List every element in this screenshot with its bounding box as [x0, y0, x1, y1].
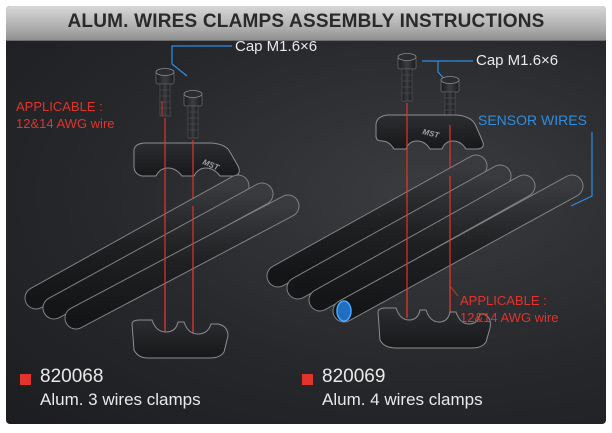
- right-wire-2: [286, 164, 512, 300]
- right-wire-4-sensor: [332, 174, 584, 323]
- left-wire-3: [64, 194, 300, 330]
- left-applicable-line2: 12&14 AWG wire: [16, 116, 115, 131]
- assembly-diagram: MST: [24, 45, 593, 359]
- right-screw-2: [440, 76, 460, 125]
- right-screw-1: [397, 53, 417, 102]
- right-wire-3: [308, 174, 536, 312]
- left-cap-leader: [171, 45, 232, 77]
- title-bar: ALUM. WIRES CLAMPS ASSEMBLY INSTRUCTIONS: [6, 6, 606, 41]
- right-part-description: Alum. 4 wires clamps: [322, 390, 483, 409]
- left-screw-1: [155, 68, 175, 117]
- left-wire-1: [24, 174, 250, 310]
- left-assembly: MST: [24, 45, 300, 359]
- sensor-wire-end: [336, 300, 352, 322]
- left-cap-label: Cap M1.6×6: [235, 38, 318, 55]
- left-part-marker: [20, 374, 31, 385]
- right-clamp-logo: MST: [422, 127, 442, 140]
- left-part-description: Alum. 3 wires clamps: [40, 390, 201, 409]
- right-cap-label: Cap M1.6×6: [476, 52, 559, 69]
- right-part-marker: [302, 374, 313, 385]
- left-top-clamp: MST: [133, 142, 240, 177]
- right-applicable-line2: 12&14 AWG wire: [460, 310, 559, 325]
- instruction-panel: ALUM. WIRES CLAMPS ASSEMBLY INSTRUCTIONS: [6, 6, 606, 424]
- right-wire-1: [266, 154, 488, 288]
- left-wire-2: [42, 182, 274, 320]
- left-screw-2: [183, 90, 203, 139]
- page-title: ALUM. WIRES CLAMPS ASSEMBLY INSTRUCTIONS: [67, 11, 545, 32]
- right-top-clamp: MST: [375, 114, 484, 150]
- right-assembly: MST: [266, 53, 593, 349]
- right-applicable-line1: APPLICABLE :: [460, 293, 547, 308]
- sensor-wires-leader: [570, 132, 593, 207]
- right-bottom-clamp: [377, 307, 491, 349]
- sensor-wires-label: SENSOR WIRES: [478, 112, 587, 128]
- left-part-number: 820068: [40, 366, 104, 387]
- right-part-number: 820069: [322, 366, 386, 387]
- left-bottom-clamp: [131, 319, 229, 359]
- left-applicable-line1: APPLICABLE :: [16, 99, 103, 114]
